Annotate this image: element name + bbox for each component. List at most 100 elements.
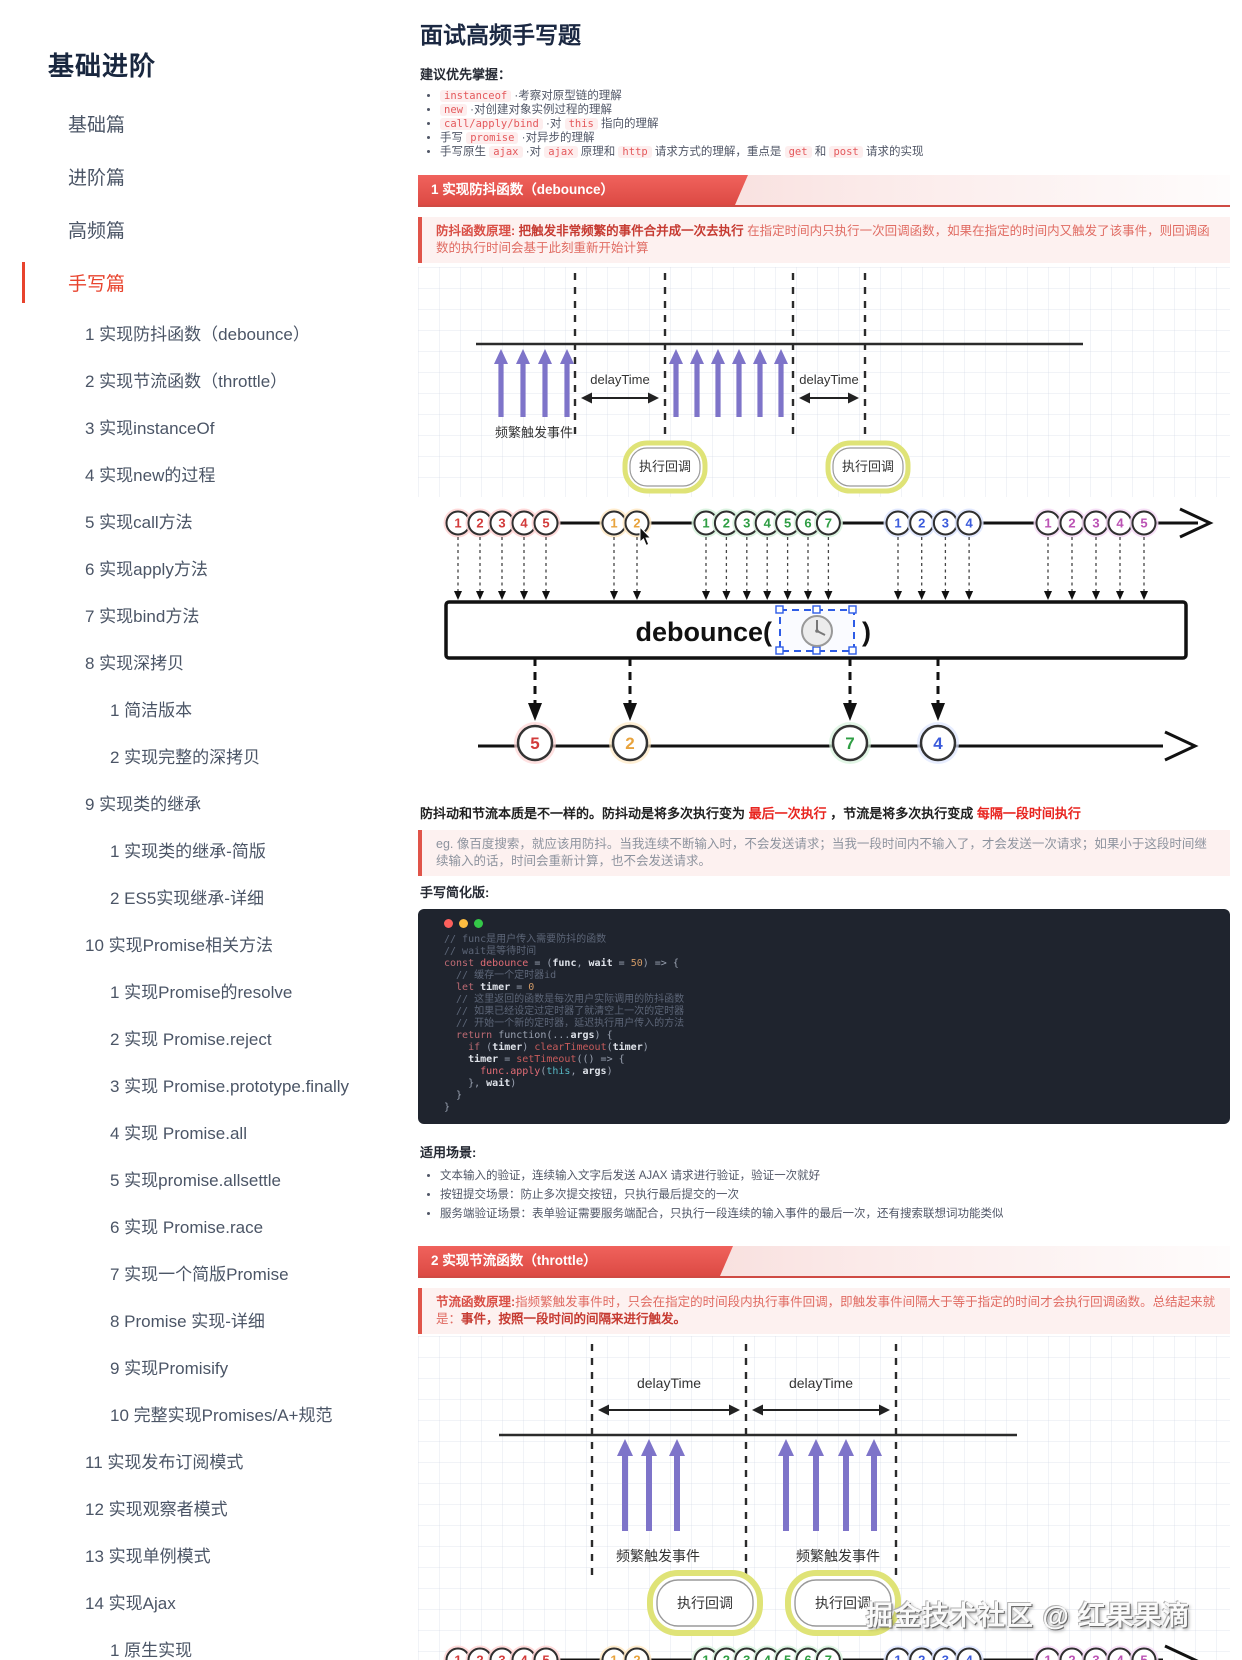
sidebar-item[interactable]: 进阶篇 [68,168,126,189]
event-arrow-icon [838,1439,854,1531]
quote-rest: 指频繁触发事件时，只会在指定的时间段内执行事件回调，即触发事件间隔大于等于指定的… [436,1295,1216,1326]
code-line: func.apply(this, args) [444,1066,613,1077]
sidebar-item[interactable]: 12 实现观察者模式 [85,1500,228,1519]
sidebar-item[interactable]: 10 实现Promise相关方法 [85,936,273,955]
sidebar-item[interactable]: 3 实现instanceOf [85,419,215,438]
window-dots [444,917,1216,934]
event-number: 4 [965,516,973,531]
sidebar-item[interactable]: 1 实现防抖函数（debounce） [85,325,310,344]
delay-label-2: delayTime [789,1375,853,1391]
section-2-title: 2 实现节流函数（throttle） [418,1246,733,1276]
svg-text:1: 1 [894,1653,901,1660]
event-arrows-group-1 [617,1439,685,1531]
event-arrow-icon [669,1439,685,1531]
svg-text:5: 5 [784,1653,791,1660]
sidebar-item[interactable]: 手写篇 [0,256,418,309]
intro-bullet-list: instanceof ·考察对原型链的理解new ·对创建对象实例过程的理解ca… [418,89,1230,159]
sidebar-item[interactable]: 1 实现类的继承-简版 [110,842,266,861]
event-label-1: 频繁触发事件 [616,1548,700,1564]
event-circle [956,510,982,536]
event-circle [533,1647,559,1660]
callback-badge-2: 执行回调 [785,1570,901,1636]
sidebar-item[interactable]: 9 实现Promisify [110,1359,229,1378]
svg-text:3: 3 [498,1653,505,1660]
sidebar-item[interactable]: 10 完整实现Promises/A+规范 [110,1406,333,1425]
event-label-2: 频繁触发事件 [796,1548,880,1564]
sidebar-item[interactable]: 6 实现 Promise.race [110,1218,264,1237]
sidebar-item[interactable]: 高频篇 [68,221,126,242]
event-number: 1 [894,516,901,531]
sidebar-item[interactable]: 11 实现发布订阅模式 [85,1453,244,1472]
quote-label: 防抖函数原理: [436,224,519,238]
section-1-title: 1 实现防抖函数（debounce） [418,175,748,205]
code-line: // func是用户传入需要防抖的函数 [444,934,607,945]
svg-text:5: 5 [542,1653,549,1660]
output-circle [611,724,649,762]
sidebar-item[interactable]: 5 实现call方法 [85,513,193,532]
event-circle [932,1647,958,1660]
event-circle [734,1647,760,1660]
bottom-timeline-arrow [1164,1644,1199,1660]
event-circle [713,1647,739,1660]
event-number: 7 [825,516,832,531]
event-circle [885,1647,911,1660]
delay-label-1: delayTime [637,1375,701,1391]
svg-text:执行回调: 执行回调 [639,459,691,474]
code-line: let timer = 0 [444,982,535,993]
event-circle [511,1647,537,1660]
sidebar-item[interactable]: 基础篇 [68,115,126,136]
sidebar-item[interactable]: 3 实现 Promise.prototype.finally [110,1077,350,1096]
sidebar-item[interactable]: 1 实现Promise的resolve [110,983,293,1002]
sidebar-item[interactable]: 7 实现bind方法 [85,607,200,626]
sidebar-item[interactable]: 5 实现promise.allsettle [110,1171,282,1190]
delay-span-arrow-1 [598,1404,740,1416]
throttle-principle-quote: 节流函数原理:指频繁触发事件时，只会在指定的时间段内执行事件回调，即触发事件间隔… [418,1288,1230,1334]
delay-label-1: delayTime [590,372,649,387]
debounce-example-quote: eg. 像百度搜索，就应该用防抖。当我连续不断输入时，不会发送请求；当我一段时间… [418,830,1230,876]
event-number: 2 [1068,516,1075,531]
sidebar-item[interactable]: 14 实现Ajax [85,1594,176,1613]
sidebar-item[interactable]: 1 原生实现 [110,1641,193,1660]
list-item: instanceof ·考察对原型链的理解 [440,89,1230,103]
sidebar-item[interactable]: 2 实现完整的深拷贝 [110,748,261,767]
intro-heading: 建议优先掌握： [420,67,512,82]
sidebar-item[interactable]: 6 实现apply方法 [85,560,208,579]
svg-text:2: 2 [918,1653,925,1660]
event-number: 2 [918,516,925,531]
list-item: 手写原生 ajax ·对 ajax 原理和 http 请求方式的理解，重点是 g… [440,145,1230,159]
sidebar-item[interactable]: 2 实现节流函数（throttle） [85,372,288,391]
sidebar-item[interactable]: 2 ES5实现继承-详细 [110,889,264,908]
event-circle [624,1647,650,1660]
sidebar-item[interactable]: 4 实现 Promise.all [110,1124,247,1143]
event-number: 3 [1092,516,1099,531]
sidebar-item[interactable]: 2 实现 Promise.reject [110,1030,272,1049]
sidebar-item[interactable]: 13 实现单例模式 [85,1547,211,1566]
event-circle [815,1647,841,1660]
output-timeline-arrow [1164,730,1199,762]
sidebar-item[interactable]: 7 实现一个简版Promise [110,1265,289,1284]
throttle-timing-diagram: delayTime delayTime 频繁触发事件 频繁触发事件 执行回调 执… [418,1336,1230,1660]
close-dot-icon [444,919,453,928]
page-title: 面试高频手写题 [420,22,581,48]
sidebar-item[interactable]: 9 实现类的继承 [85,795,202,814]
list-item: 按钮提交场景：防止多次提交按钮，只执行最后提交的一次 [440,1188,1230,1203]
sidebar-item[interactable]: 4 实现new的过程 [85,466,216,485]
section-2-banner: 2 实现节流函数（throttle） [418,1246,1230,1278]
sidebar-item[interactable]: 8 实现深拷贝 [85,654,185,673]
sidebar-item[interactable]: 8 Promise 实现-详细 [110,1312,265,1331]
svg-text:执行回调: 执行回调 [677,1595,733,1611]
output-circle [919,724,957,762]
list-item: new ·对创建对象实例过程的理解 [440,103,1230,117]
event-number: 4 [520,516,528,531]
output-number: 4 [933,734,943,753]
sidebar-item[interactable]: 1 简洁版本 [110,701,193,720]
quote-bold: 把触发非常频繁的事件合并成一次去执行 [518,224,744,238]
event-arrow-icon [516,349,530,417]
event-number: 5 [1140,516,1147,531]
event-arrow-icon [641,1439,657,1531]
event-number: 3 [942,516,949,531]
